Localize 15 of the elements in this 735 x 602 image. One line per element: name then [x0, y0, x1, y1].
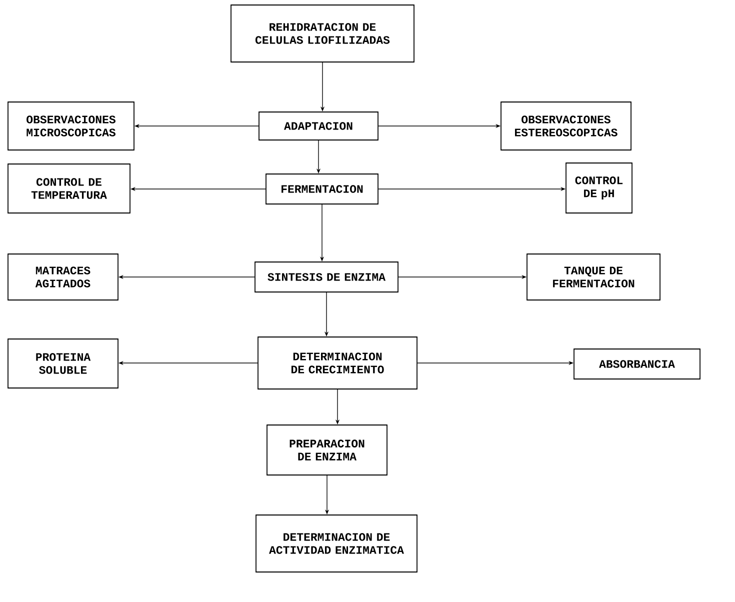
process-box: PREPARACION DE ENZIMA — [266, 424, 388, 476]
process-box: CONTROL DE TEMPERATURA — [8, 164, 130, 214]
process-box: CONTROL DE pH — [566, 162, 632, 214]
process-box: DETERMINACION DE ACTIVIDAD ENZIMATICA — [256, 514, 418, 572]
process-box: ABSORBANCIA — [574, 348, 700, 380]
process-box: OBSERVACIONES ESTEREOSCOPICAS — [500, 102, 632, 150]
process-box: FERMENTACION — [266, 174, 378, 204]
process-box: MATRACES AGITADOS — [8, 254, 118, 300]
process-box: PROTEINA SOLUBLE — [8, 338, 118, 388]
process-box: DETERMINACION DE CRECIMIENTO — [258, 336, 418, 390]
process-box: ADAPTACION — [258, 112, 378, 140]
process-box: REHIDRATACION DE CELULAS LIOFILIZADAS — [230, 4, 414, 62]
process-box: OBSERVACIONES MICROSCOPICAS — [8, 102, 134, 150]
process-box: SINTESIS DE ENZIMA — [254, 262, 398, 292]
process-box: TANQUE DE FERMENTACION — [526, 254, 660, 300]
